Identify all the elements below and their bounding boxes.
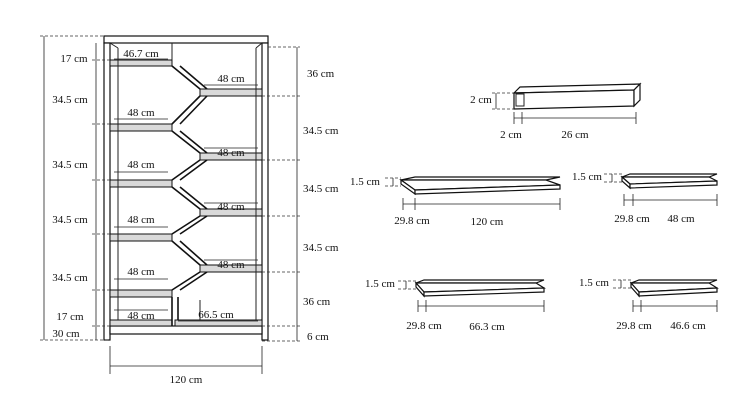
left-shelf [109, 123, 173, 132]
board-66-thickness-label: 1.5 cm [365, 278, 395, 290]
board-48-depth-label: 29.8 cm [614, 213, 650, 225]
board-46-length-label: 46.6 cm [670, 320, 706, 332]
height-label: 6 cm [307, 331, 329, 343]
total-width-label: 120 cm [170, 374, 203, 386]
top-board [103, 35, 269, 44]
right-height-dimensions: 36 cm 34.5 cm 34.5 cm 34.5 cm 36 cm 6 cm [262, 46, 339, 343]
height-label: 17 cm [60, 53, 88, 65]
board-66-length-label: 66.3 cm [469, 321, 505, 333]
shelf-label: 48 cm [127, 214, 155, 226]
right-shelf [199, 208, 263, 217]
height-label: 34.5 cm [303, 125, 339, 137]
shelf-label: 48 cm [127, 159, 155, 171]
board-48-thickness-label: 1.5 cm [572, 171, 602, 183]
left-height-dimensions: 17 cm 34.5 cm 34.5 cm 34.5 cm 34.5 cm 17… [40, 35, 110, 341]
right-side-panel [261, 42, 269, 341]
shelf-label: 48 cm [217, 259, 245, 271]
board-48-length-label: 48 cm [667, 213, 695, 225]
zigzag-divider [171, 65, 208, 326]
shelf-label: 48 cm [127, 107, 155, 119]
board-120-thickness-label: 1.5 cm [350, 176, 380, 188]
left-shelf [109, 289, 173, 298]
shelf-label: 48 cm [217, 201, 245, 213]
left-shelf [109, 59, 173, 67]
part-board-120: 1.5 cm 29.8 cm 120 cm [350, 176, 561, 228]
board-120-depth-label: 29.8 cm [394, 215, 430, 227]
shelf-label: 48 cm [217, 147, 245, 159]
post-height-label: 2 cm [470, 94, 492, 106]
height-label: 34.5 cm [303, 183, 339, 195]
height-label: 17 cm [56, 311, 84, 323]
height-label: 34.5 cm [52, 94, 88, 106]
total-width-dimension: 120 cm [109, 346, 263, 386]
bottom-right-shelf [174, 319, 263, 327]
height-label: 34.5 cm [303, 242, 339, 254]
shelf-label: 48 cm [127, 266, 155, 278]
shelf-width-labels: 46.7 cm 48 cm 48 cm 48 cm 48 cm 48 cm 48… [114, 48, 258, 322]
board-46-thickness-label: 1.5 cm [579, 277, 609, 289]
height-label: 36 cm [307, 68, 335, 80]
board-120-length-label: 120 cm [471, 216, 504, 228]
part-post: 2 cm 2 cm 26 cm [470, 82, 642, 141]
shelf-label: 46.7 cm [123, 48, 159, 60]
right-shelf [199, 88, 263, 97]
height-label: 34.5 cm [52, 272, 88, 284]
board-66-depth-label: 29.8 cm [406, 320, 442, 332]
bottom-plinth [109, 325, 263, 335]
left-shelf [109, 179, 173, 188]
shelf-label: 66.5 cm [198, 309, 234, 321]
part-board-46: 1.5 cm 29.8 cm 46.6 cm [579, 277, 719, 332]
shelf-label: 48 cm [127, 310, 155, 322]
height-label: 30 cm [52, 328, 80, 340]
height-label: 34.5 cm [52, 159, 88, 171]
right-shelf [199, 152, 263, 161]
height-label: 36 cm [303, 296, 331, 308]
post-width-label: 2 cm [500, 129, 522, 141]
left-shelf [109, 233, 173, 242]
left-side-panel [103, 42, 111, 341]
height-label: 34.5 cm [52, 214, 88, 226]
part-board-66: 1.5 cm 29.8 cm 66.3 cm [365, 278, 546, 333]
post-length-label: 26 cm [561, 129, 589, 141]
shelf-label: 48 cm [217, 73, 245, 85]
board-46-depth-label: 29.8 cm [616, 320, 652, 332]
right-shelf [199, 264, 263, 273]
part-board-48: 1.5 cm 29.8 cm 48 cm [572, 171, 718, 225]
bookshelf-front-view: 46.7 cm 48 cm 48 cm 48 cm 48 cm 48 cm 48… [40, 35, 339, 386]
